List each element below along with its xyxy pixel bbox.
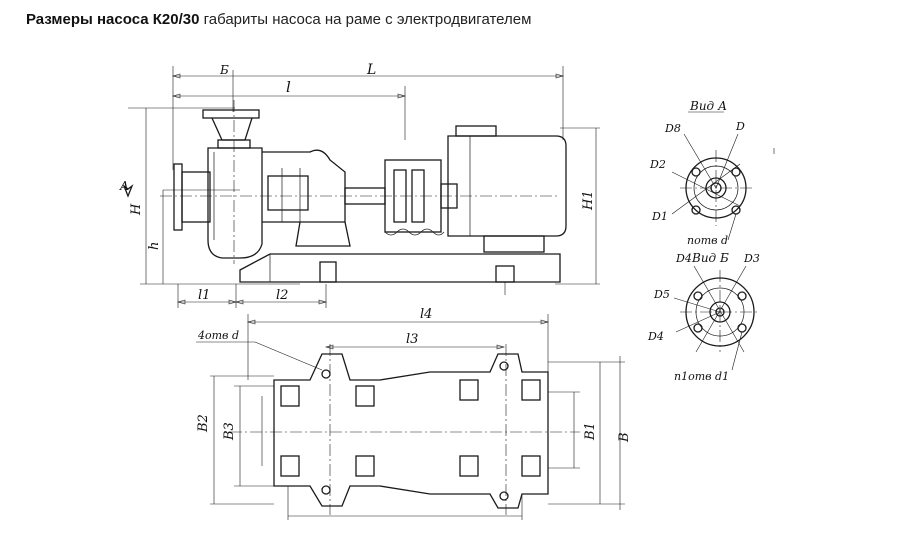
dim-label-D4-top: D4: [675, 252, 692, 265]
dim-label-D2: D2: [649, 158, 666, 171]
holes-label-n1: n1отв d1: [674, 370, 729, 383]
page-title: Размеры насоса К20/30 габариты насоса на…: [26, 11, 531, 28]
dim-label-l3: l3: [406, 332, 418, 347]
view-A-title: Вид А: [689, 99, 727, 113]
view-A-flange: Вид А D8 D D2 D1 nотв d: [649, 99, 775, 247]
dim-label-B3: B3: [222, 422, 237, 441]
title-rest: габариты насоса на раме с электродвигате…: [199, 11, 532, 28]
dim-label-D4: D4: [647, 330, 664, 343]
holes-label-4: 4отв d: [197, 329, 239, 342]
dim-label-D8: D8: [664, 122, 681, 135]
dim-label-D1: D1: [651, 210, 668, 223]
dim-label-D3: D3: [743, 252, 760, 265]
dim-label-l: l: [286, 78, 291, 96]
dim-label-B: Б: [219, 63, 229, 77]
title-bold: Размеры насоса К20/30: [26, 11, 200, 28]
dim-label-l4: l4: [420, 307, 432, 322]
dim-label-L: L: [366, 62, 376, 78]
dim-label-H1: H1: [581, 190, 596, 211]
dim-label-h: h: [147, 242, 162, 250]
view-B-title: Вид Б: [691, 251, 729, 265]
view-arrow-A: A: [119, 179, 129, 193]
dim-label-l1: l1: [198, 288, 210, 303]
dim-label-B1: B1: [583, 422, 598, 441]
dim-label-D: D: [735, 120, 745, 133]
dim-label-B: B: [617, 432, 632, 443]
dim-label-B2: B2: [196, 414, 211, 433]
holes-label-n: nотв d: [687, 234, 728, 247]
view-B-flange: D4 Вид Б D3 D5 D4 n1отв d1: [647, 251, 760, 383]
dim-label-l2: l2: [276, 288, 288, 303]
side-view: Б L l H h A H1: [119, 62, 600, 308]
dim-label-D5: D5: [653, 288, 670, 301]
plan-view: l4 l3 4отв d B2 B3: [196, 307, 632, 520]
dim-label-H: H: [129, 203, 144, 216]
